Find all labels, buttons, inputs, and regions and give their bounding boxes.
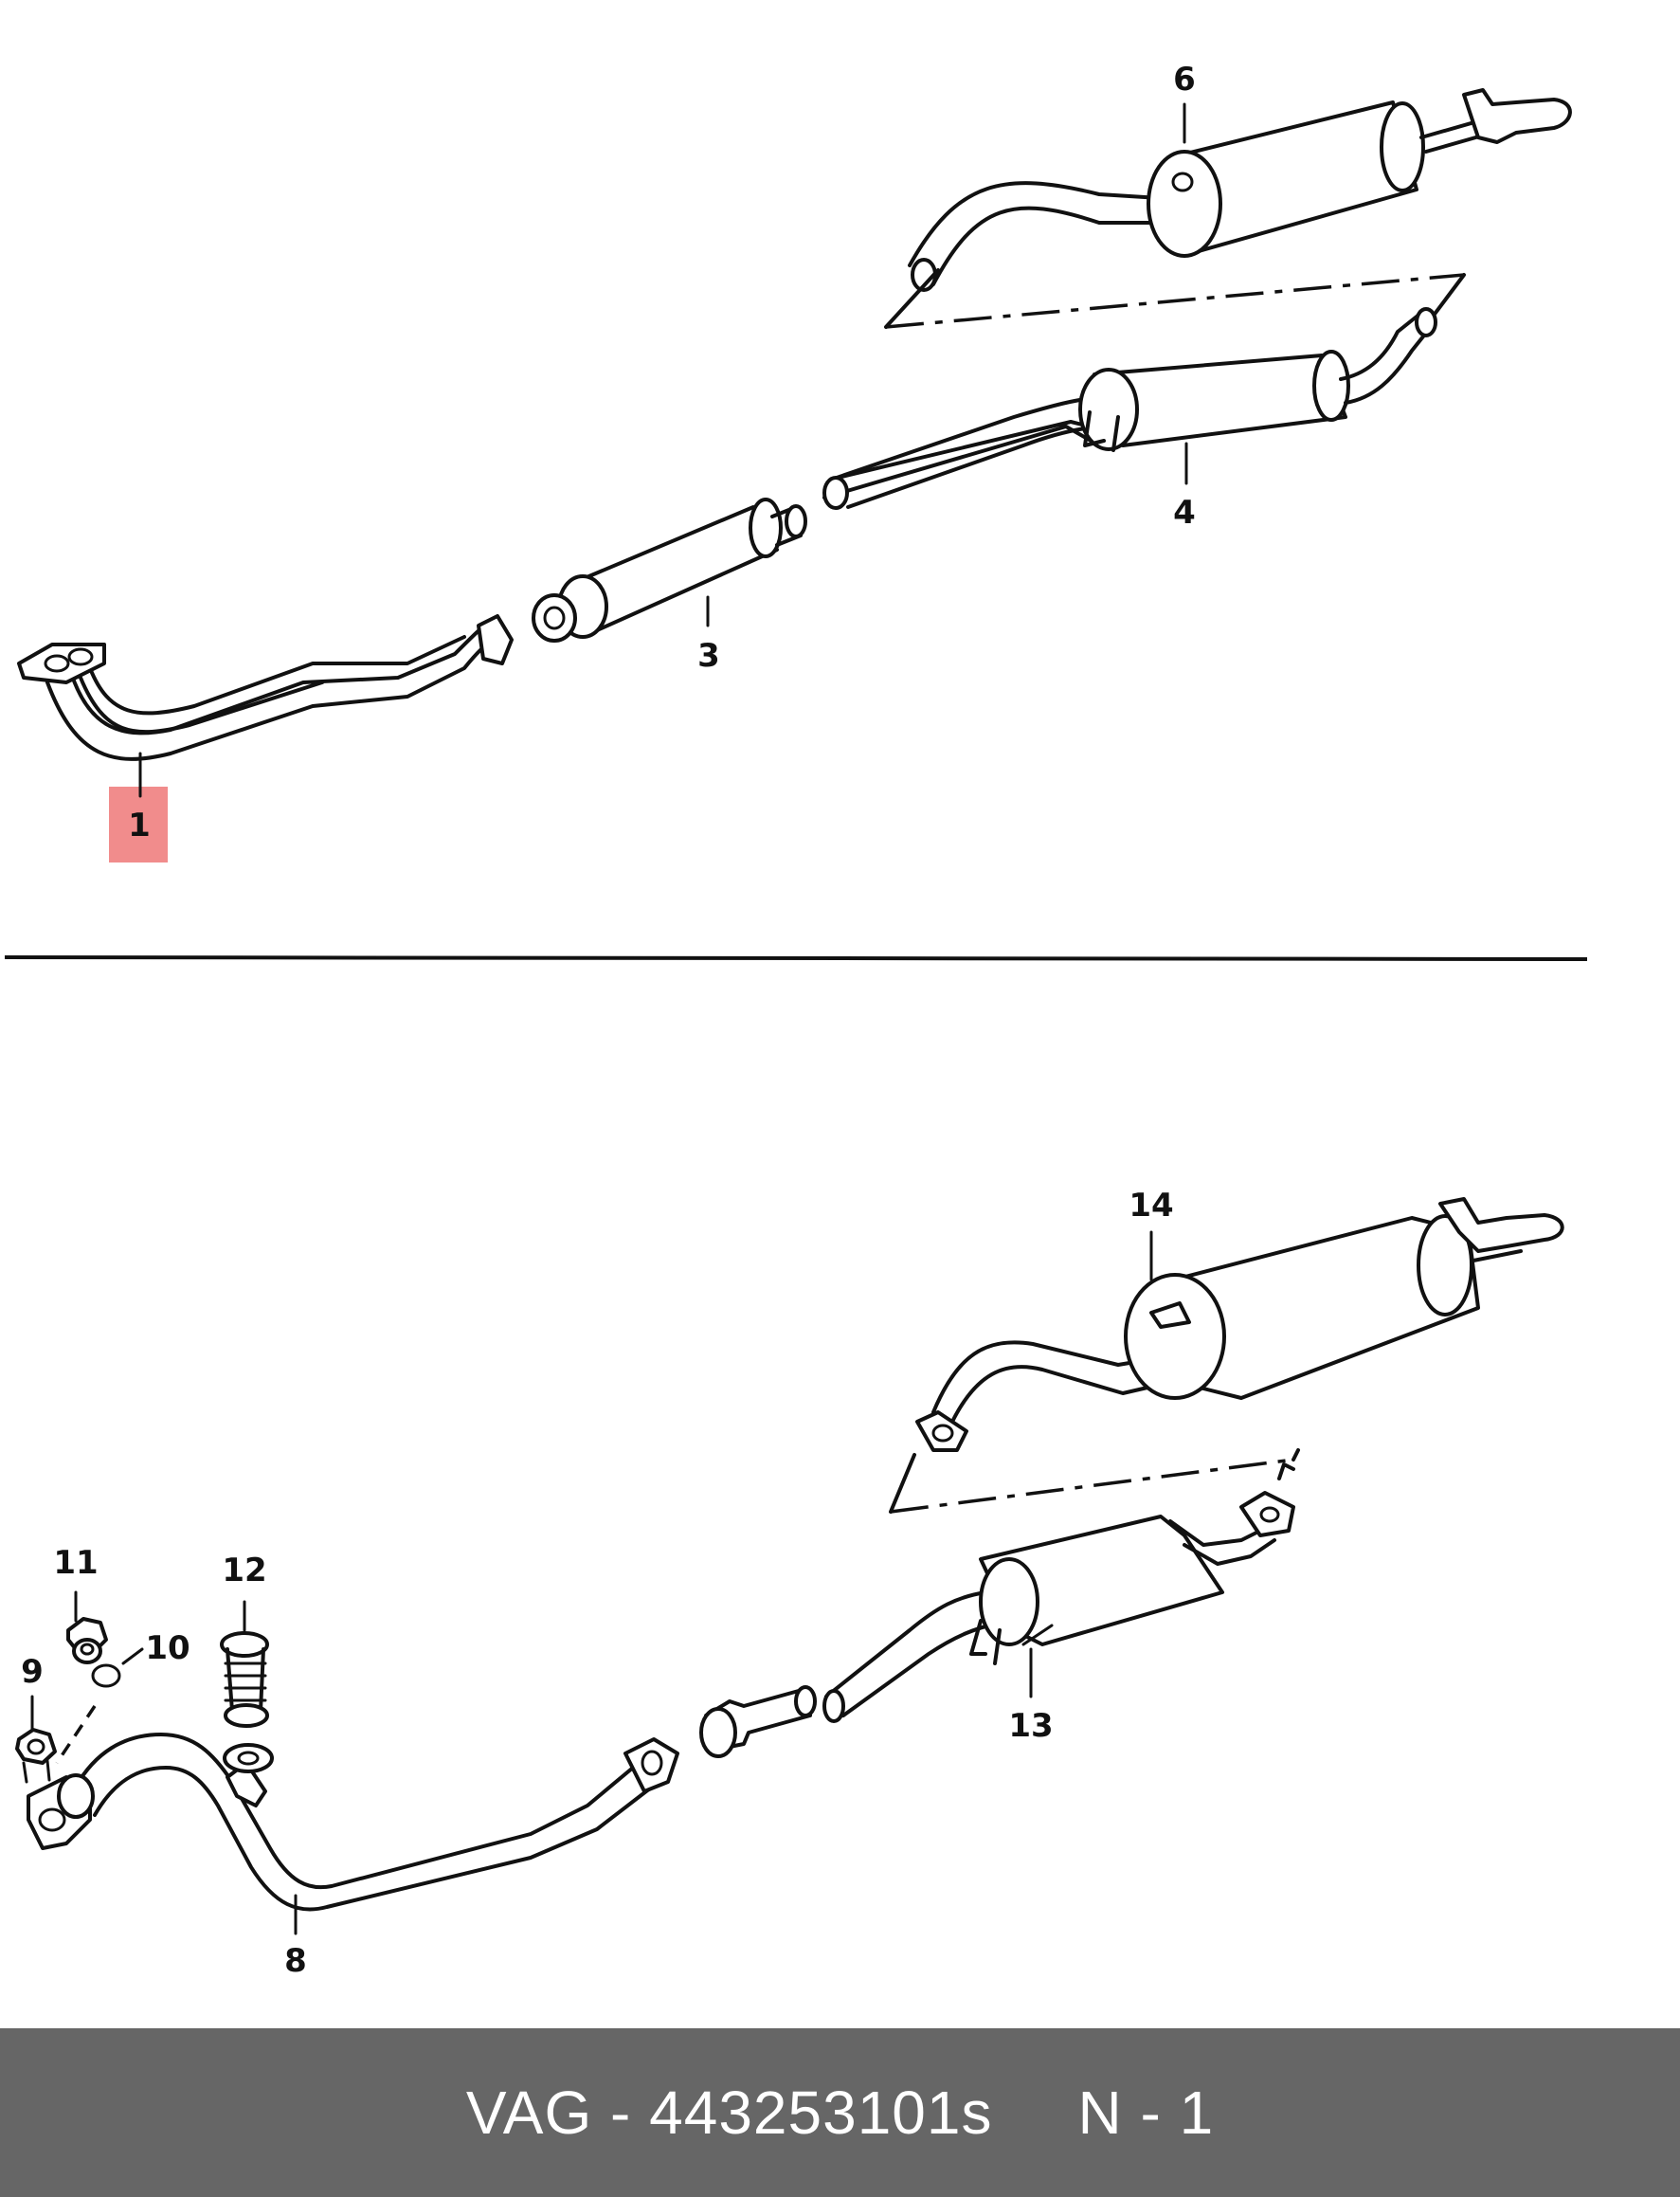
section-divider: [4, 955, 1588, 961]
part-number: VAG - 443253101s: [465, 2079, 993, 2147]
label-part-1: 1: [128, 807, 151, 844]
part-10-ring: [91, 1663, 121, 1688]
top-leader-lines: [138, 102, 1188, 798]
top-dashed-separator: [884, 268, 1466, 334]
label-part-13: 13: [1008, 1707, 1053, 1745]
exhaust-parts-diagram: 1 3 4 6: [4, 61, 1588, 1980]
label-part-14: 14: [1129, 1187, 1173, 1225]
label-part-9: 9: [21, 1653, 44, 1691]
part-11-nut: [66, 1617, 108, 1664]
label-part-10: 10: [145, 1629, 190, 1667]
part-3-front-silencer: [532, 498, 807, 643]
label-part-3: 3: [697, 637, 720, 675]
label-part-8: 8: [284, 1942, 307, 1980]
part-1-front-pipe: [17, 614, 514, 761]
label-part-4: 4: [1173, 494, 1196, 532]
part-13-middle-silencer: [822, 1462, 1295, 1723]
bottom-dashed-separator: [889, 1448, 1300, 1514]
label-part-11: 11: [53, 1544, 98, 1582]
label-part-12: 12: [222, 1552, 266, 1589]
part-9-nut: [15, 1705, 97, 1784]
part-14-rear-silencer: [915, 1197, 1564, 1452]
part-8-front-pipe: [27, 1733, 679, 1912]
quantity-label: N - 1: [1077, 2079, 1215, 2147]
label-part-6: 6: [1173, 61, 1196, 99]
part-1-highlight: [109, 787, 168, 862]
footer-bar: VAG - 443253101s N - 1: [0, 2028, 1680, 2197]
sleeve-connector: [699, 1685, 817, 1758]
part-4-middle-silencer: [822, 307, 1437, 510]
part-12-flex-joint: [220, 1631, 274, 1773]
bottom-leader-lines: [30, 1230, 1153, 1935]
part-6-rear-silencer: [908, 88, 1572, 292]
